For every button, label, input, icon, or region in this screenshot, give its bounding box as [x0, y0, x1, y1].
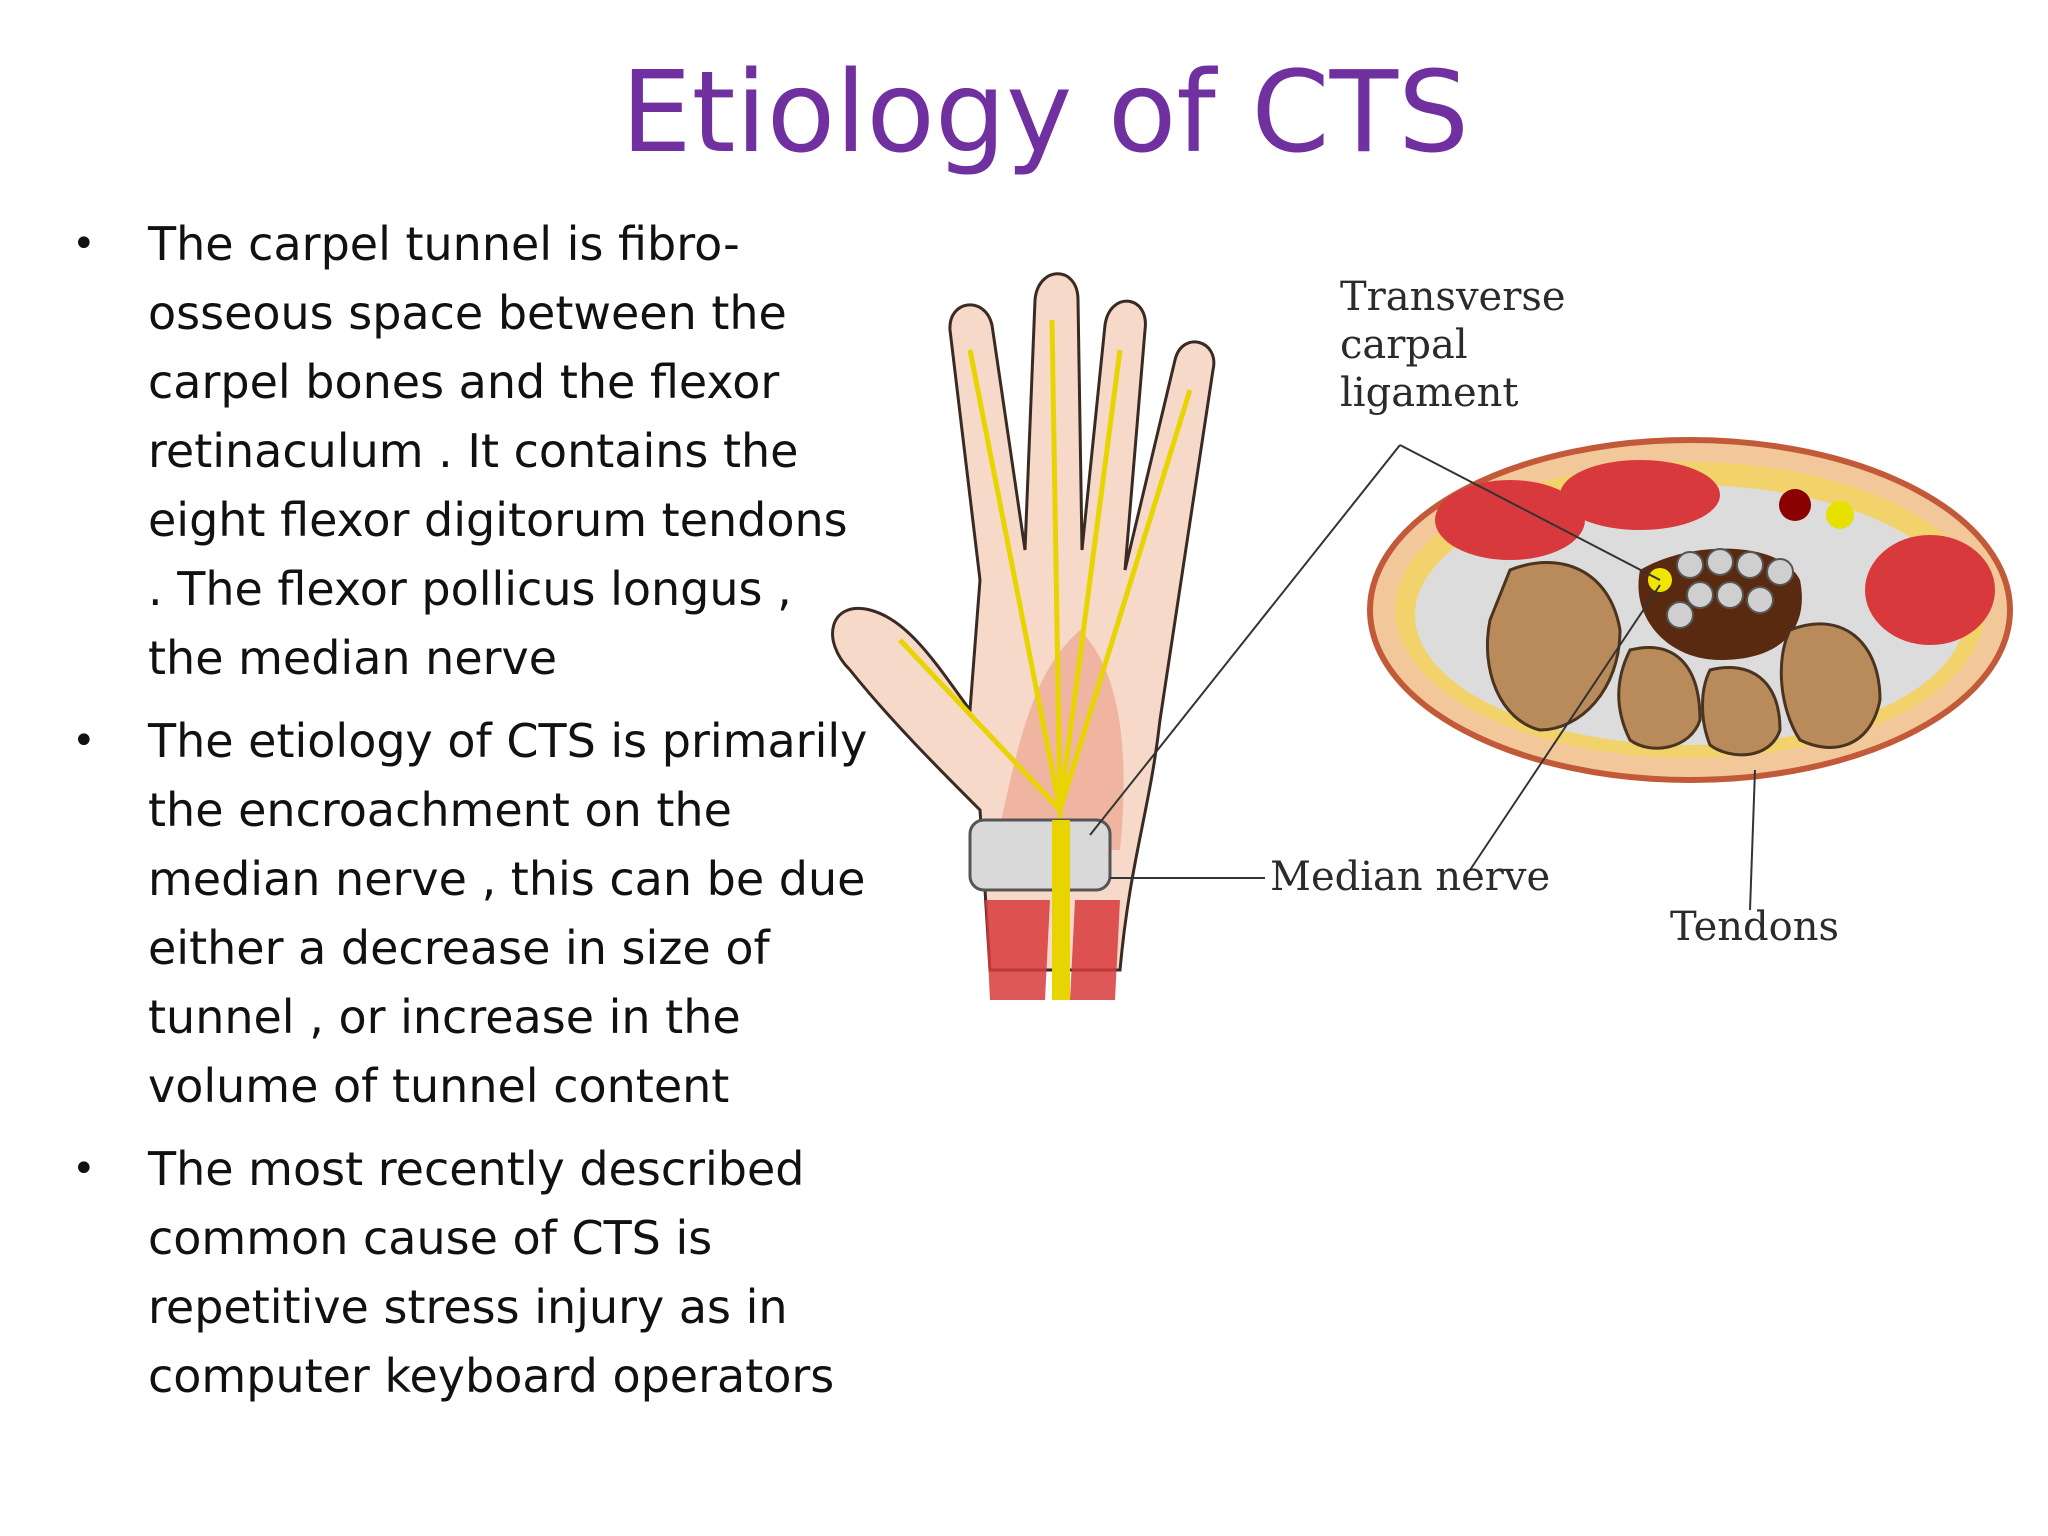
muscle-left — [1435, 480, 1585, 560]
muscle-top — [1560, 460, 1720, 530]
label-transverse: Transverse — [1340, 274, 1566, 320]
median-nerve-trunk — [1052, 820, 1070, 1000]
anatomy-figure: Transverse carpal ligament Median nerve … — [831, 272, 2013, 1000]
forearm-muscles — [985, 900, 1120, 1000]
hand-illustration — [831, 272, 1216, 1000]
tendon-bundle — [1666, 548, 1794, 629]
transverse-ligament-band — [968, 818, 1112, 892]
carpal-bones — [1485, 561, 1882, 757]
leader-lines — [1089, 444, 1756, 911]
median-nerve-branches — [898, 319, 1193, 951]
bullet-dot: • — [72, 221, 96, 267]
nerve-dot — [1826, 501, 1854, 529]
bullet-dot: • — [72, 1146, 96, 1192]
bullet-list: • The carpel tunnel is fibro-osseous spa… — [72, 210, 872, 1425]
bullet-item: • The most recently described common cau… — [72, 1135, 872, 1411]
label-median-nerve: Median nerve — [1270, 854, 1550, 900]
bullet-dot: • — [72, 718, 96, 764]
bullet-item: • The etiology of CTS is primarily the e… — [72, 707, 872, 1121]
slide-title: Etiology of CTS — [620, 48, 1470, 178]
bullet-item: • The carpel tunnel is fibro-osseous spa… — [72, 210, 872, 693]
bullet-text: The carpel tunnel is fibro-osseous space… — [148, 217, 848, 685]
bullet-text: The etiology of CTS is primarily the enc… — [148, 714, 868, 1113]
wrist-cross-section — [1367, 437, 2013, 783]
label-ligament: ligament — [1340, 370, 1518, 416]
bullet-text: The most recently described common cause… — [148, 1142, 835, 1403]
muscle-right — [1865, 535, 1995, 645]
label-carpal: carpal — [1340, 322, 1468, 368]
artery — [1779, 489, 1811, 521]
carpal-tunnel-illustration: Transverse carpal ligament Median nerve … — [820, 250, 2020, 1010]
label-tendons: Tendons — [1670, 904, 1839, 950]
